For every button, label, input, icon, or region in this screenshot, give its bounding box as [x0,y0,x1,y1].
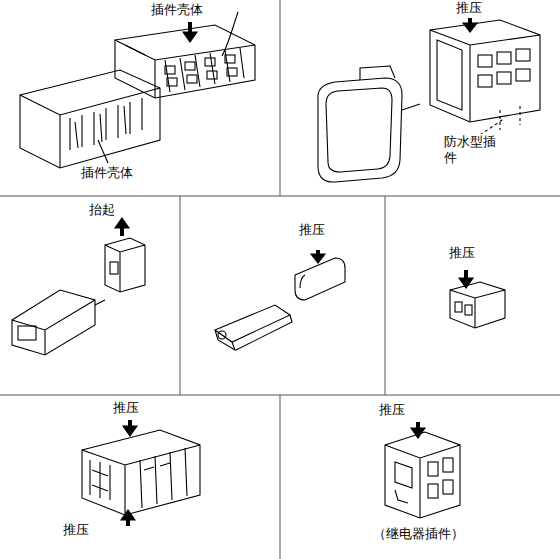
housing-left [20,70,160,168]
leader-line [98,140,108,163]
relay-connector [385,422,460,518]
leader-line [222,12,238,56]
part-label: 推压 [62,522,90,538]
part-label: （继电器插件） [372,526,465,542]
part-label: 推压 [378,402,406,418]
part-label: 推压 [112,400,140,416]
part-label: 抬起 [88,202,116,218]
push-connector [215,250,345,350]
part-label: 推压 [455,0,483,16]
part-label: 推压 [448,245,476,261]
part-label: 插件壳体 [80,165,134,181]
lift-connector [12,218,145,355]
part-label: 推压 [298,222,326,238]
waterproof-connector [318,18,540,182]
leader-line [480,118,505,135]
housing-right [115,22,255,98]
small-connector [450,270,505,328]
part-label: 防水型插件 [443,134,501,165]
double-lock-connector [82,420,200,526]
part-label: 插件壳体 [150,2,204,18]
